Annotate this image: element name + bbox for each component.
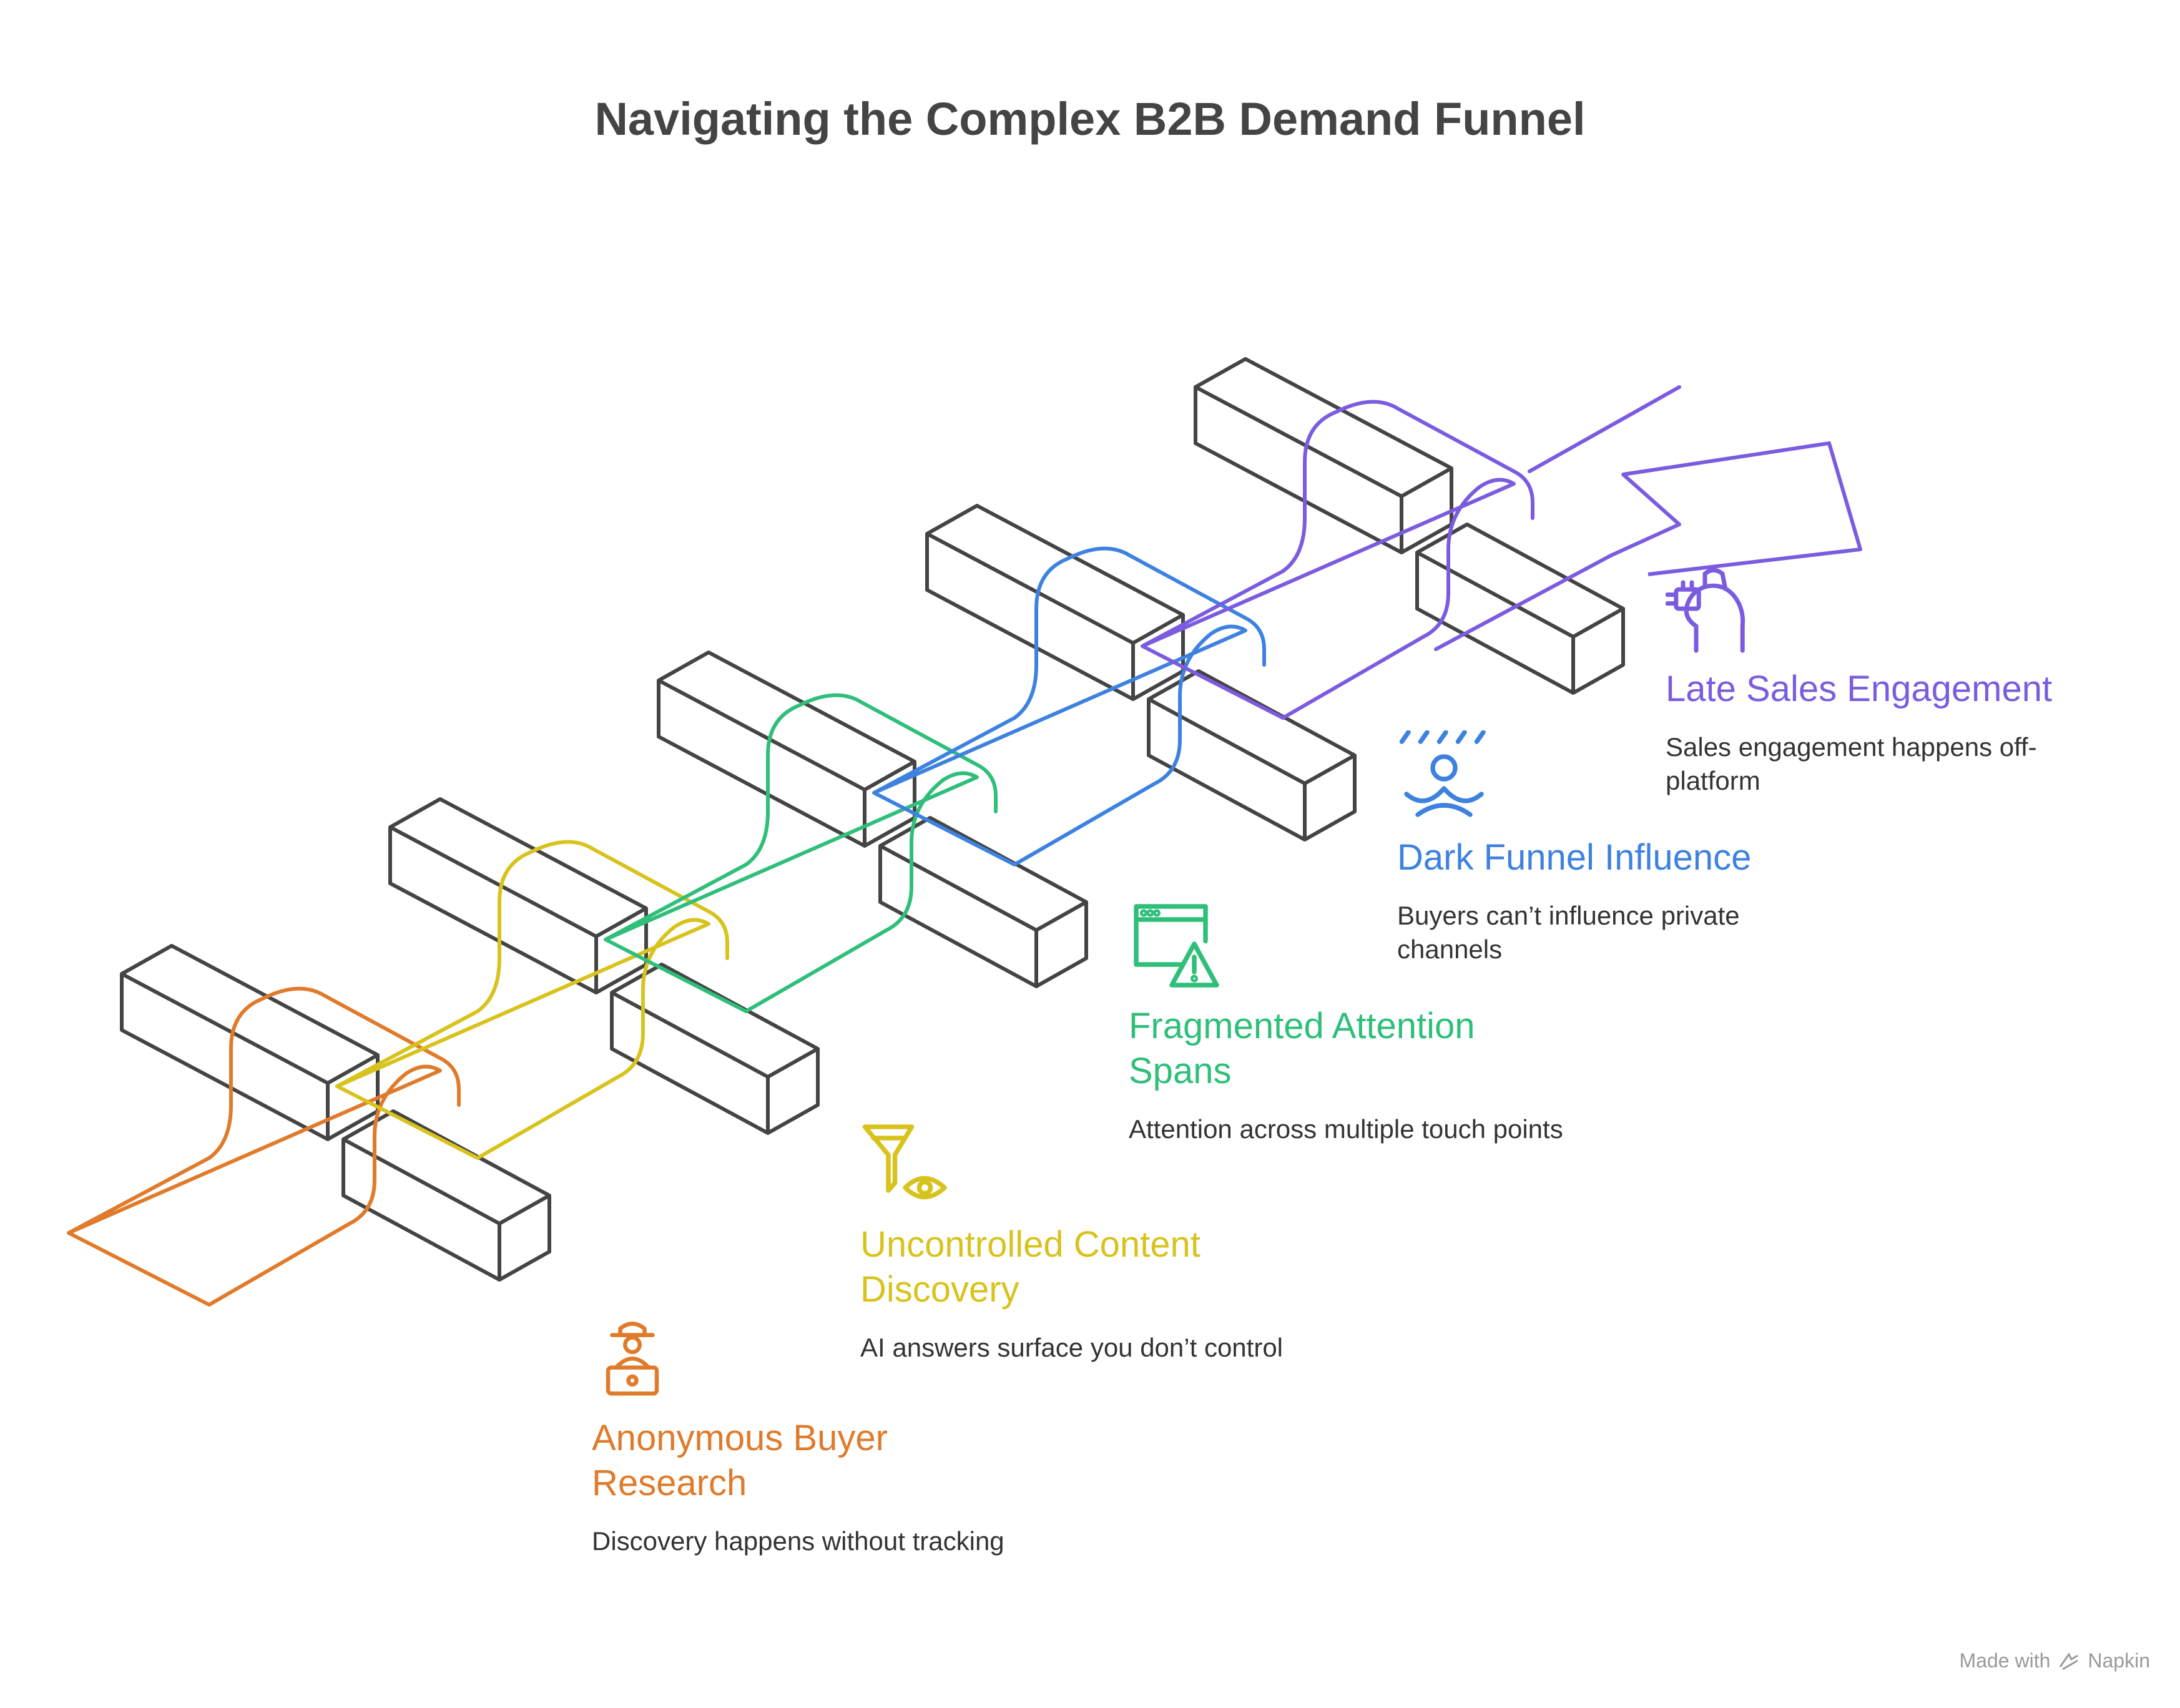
back-block: [657, 650, 916, 848]
back-block: [120, 944, 380, 1141]
stage-uncontrolled-content-discovery: Uncontrolled Content Discovery AI answer…: [860, 1117, 1310, 1365]
ribbon-step: [604, 693, 998, 1013]
back-block: [925, 504, 1185, 701]
front-block: [1147, 669, 1357, 842]
arrow-shaft: [1434, 385, 1681, 651]
ribbon-step: [1141, 400, 1534, 720]
ribbon-segment: [335, 840, 729, 1160]
stage-fragmented-attention-spans: Fragmented Attention Spans Attention acr…: [1129, 899, 1578, 1146]
ribbon-segment: [872, 546, 1266, 866]
hand-plug-icon: [1666, 567, 1745, 653]
stage-description: Sales engagement happens off-platform: [1666, 732, 2037, 795]
diagram-title: Navigating the Complex B2B Demand Funnel: [594, 93, 1586, 145]
ribbon-step: [872, 546, 1266, 866]
made-with-napkin-footer: Made with Napkin: [1960, 1648, 2150, 1673]
ribbon-step: [335, 840, 729, 1160]
block-pair: [388, 797, 820, 1135]
isometric-blocks: [120, 357, 1625, 1282]
back-block: [1194, 357, 1453, 554]
stage-title: Dark Funnel Influence: [1397, 837, 1752, 878]
stage-description: AI answers surface you don’t control: [860, 1333, 1284, 1362]
stage-late-sales-engagement: Late Sales Engagement Sales engagement h…: [1666, 562, 2115, 798]
back-block: [388, 797, 648, 994]
stage-anonymous-buyer-research: Anonymous Buyer Research Discovery happe…: [592, 1311, 1041, 1558]
spy-laptop-icon: [606, 1322, 659, 1396]
stage-title: Anonymous Buyer Research: [592, 1418, 888, 1503]
ribbon-segment: [67, 986, 461, 1307]
napkin-logo-icon: [2060, 1652, 2079, 1671]
front-block: [610, 963, 820, 1135]
made-with-label: Made with: [1959, 1649, 2051, 1672]
funnel-eye-icon: [862, 1124, 947, 1200]
ribbon-path: [67, 385, 1681, 1307]
stage-description: Buyers can’t influence private channels: [1397, 901, 1740, 964]
stage-title: Late Sales Engagement: [1666, 669, 2053, 709]
front-block: [878, 816, 1088, 988]
front-block: [1415, 523, 1625, 695]
front-block: [341, 1109, 551, 1282]
browser-warning-icon: [1134, 904, 1219, 988]
ribbon-segment: [604, 693, 998, 1013]
stage-description: Discovery happens without tracking: [592, 1526, 1004, 1556]
person-in-rain-icon: [1399, 730, 1486, 817]
stage-description: Attention across multiple touch points: [1129, 1114, 1563, 1144]
block-pair: [120, 944, 551, 1282]
stage-title: Fragmented Attention Spans: [1129, 1006, 1475, 1091]
napkin-brand-label: Napkin: [2088, 1649, 2150, 1672]
ribbon-step: [67, 986, 461, 1307]
ribbon-segment: [1141, 400, 1534, 720]
stage-title: Uncontrolled Content Discovery: [860, 1224, 1200, 1310]
stage-dark-funnel-influence: Dark Funnel Influence Buyers can’t influ…: [1397, 730, 1847, 966]
arrow-head: [1609, 441, 1862, 576]
